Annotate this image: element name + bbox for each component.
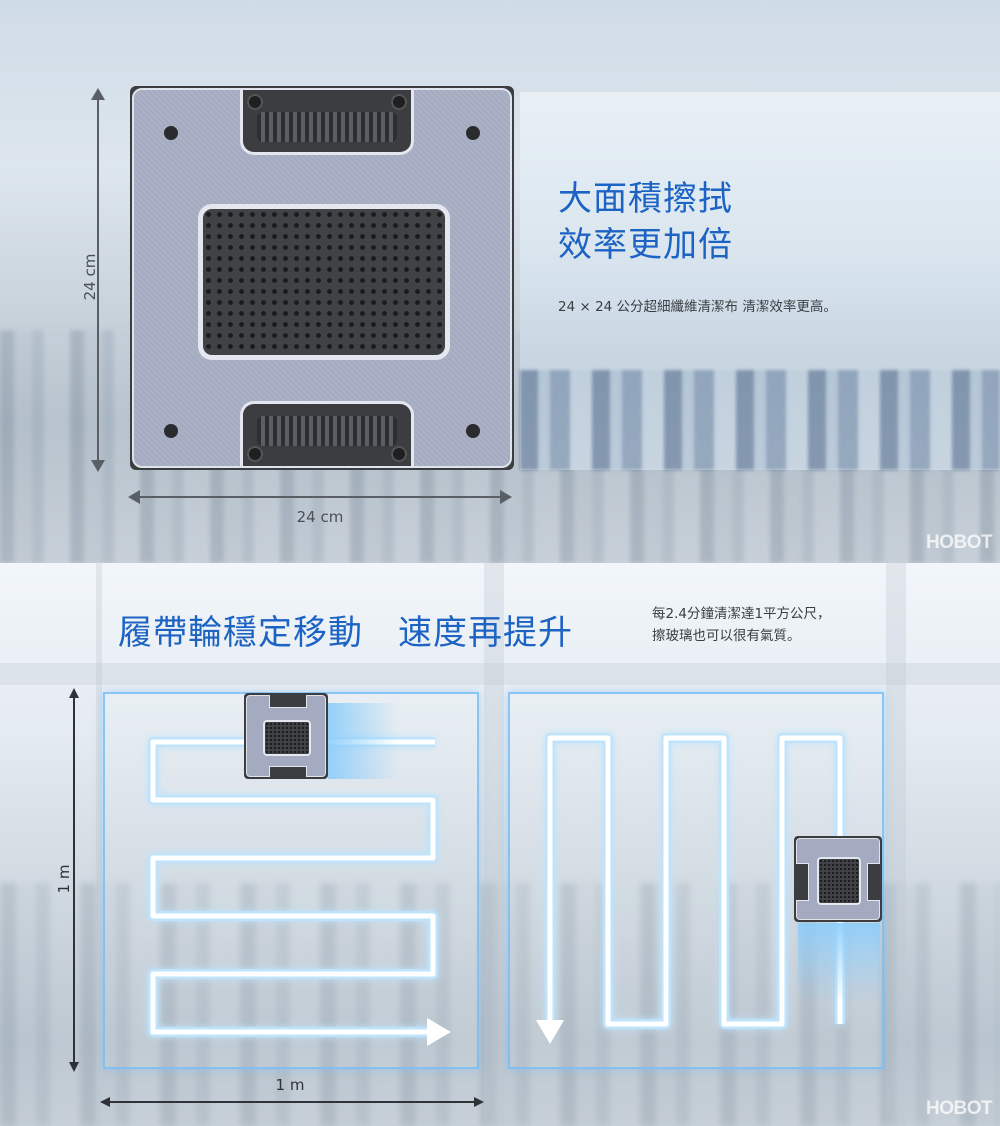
section1-title: 大面積擦拭 效率更加倍 [558, 176, 733, 268]
section2-title: 履帶輪穩定移動 速度再提升 [118, 613, 573, 653]
zigzag-path-horizontal [148, 737, 451, 1046]
dimension-vertical-label: 24 cm [81, 253, 99, 301]
dimension-horizontal-arrow [128, 490, 512, 504]
sky-band [520, 92, 1000, 470]
dimension-horizontal-label: 24 cm [296, 508, 344, 526]
robot-motion-glow [798, 923, 880, 1003]
pad-snap [164, 424, 178, 438]
track-wheel-bottom [257, 416, 397, 446]
screw-icon [247, 94, 263, 110]
title-line-2: 效率更加倍 [558, 225, 733, 265]
robot-top-view [130, 86, 514, 470]
suction-grille [198, 204, 450, 360]
pad-snap [466, 424, 480, 438]
description-line-2: 擦玻璃也可以很有氣質。 [652, 628, 801, 644]
arrow-down-icon [536, 1020, 564, 1044]
pad-snap [164, 126, 178, 140]
brand-logo: HOBOT [926, 532, 993, 553]
dimension-vertical-arrow [69, 688, 79, 1072]
brand-logo: HOBOT [926, 1098, 993, 1119]
dimension-horizontal-arrow [100, 1097, 484, 1107]
section2-description: 每2.4分鐘清潔達1平方公尺， 擦玻璃也可以很有氣質。 [652, 603, 831, 647]
section1-description: 24 × 24 公分超細纖維清潔布 清潔效率更高。 [558, 299, 837, 315]
screw-icon [247, 446, 263, 462]
robot-mini-view [244, 693, 328, 779]
dimension-vertical-arrow [91, 88, 105, 472]
section-pad-size: 24 cm 24 cm 大面積擦拭 效率更加倍 24 × 24 公分超細纖維清潔… [0, 0, 1000, 563]
dimension-vertical-label: 1 m [55, 864, 73, 894]
screw-icon [391, 446, 407, 462]
screw-icon [391, 94, 407, 110]
dimension-horizontal-label: 1 m [275, 1076, 305, 1094]
track-housing-bottom [240, 401, 414, 466]
robot-motion-glow [328, 703, 398, 779]
description-line-1: 每2.4分鐘清潔達1平方公尺， [652, 606, 831, 622]
city-skyline [520, 370, 1000, 470]
zigzag-path-vertical [536, 733, 845, 1044]
pad-snap [466, 126, 480, 140]
track-housing-top [240, 90, 414, 155]
arrow-right-icon [427, 1018, 451, 1046]
track-wheel-top [257, 112, 397, 142]
robot-mini-view [794, 836, 882, 922]
title-line-1: 大面積擦拭 [558, 179, 733, 219]
cleaning-pad [132, 88, 512, 468]
section-cleaning-path: 履帶輪穩定移動 速度再提升 每2.4分鐘清潔達1平方公尺， 擦玻璃也可以很有氣質… [0, 563, 1000, 1126]
